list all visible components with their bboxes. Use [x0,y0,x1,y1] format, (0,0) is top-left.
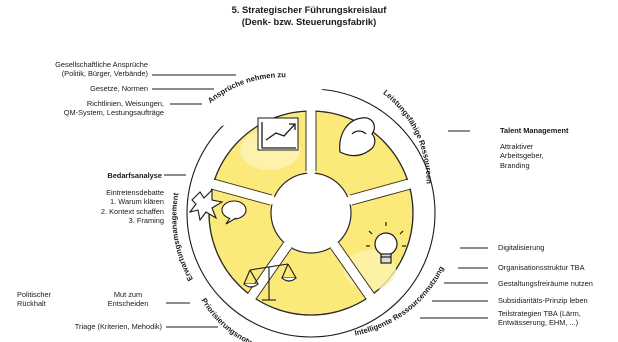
sub-strategies-text: Teilstrategien TBA (Lärm, Entwässerung, … [498,309,581,328]
sub-strategies-line1: Teilstrategien TBA (Lärm, [498,309,581,318]
needs-analysis-line1: Eintretensdebatte [101,188,164,197]
guidelines-line2: QM-System, Lestungsaufträge [64,108,164,117]
talent-management-heading: Talent Management [500,126,568,135]
courage-line1: Mut zum [94,290,162,299]
courage-line2: Entscheiden [94,299,162,308]
political-support-line2: Rückhalt [17,299,51,308]
guidelines-line1: Richtlinien, Weisungen, [64,99,164,108]
digitalization-text: Digitalisierung [498,243,544,252]
political-support-text: Politischer Rückhalt [17,290,51,309]
laws-norms-text: Gesetze, Normen [90,84,148,93]
needs-analysis-line3: 2. Kontext schaffen [101,207,164,216]
design-freedom-text: Gestaltungsfreiräume nutzen [498,279,593,288]
courage-to-decide-text: Mut zum Entscheiden [94,290,162,309]
triage-text: Triage (Kriterien, Mehodik) [75,322,162,331]
talent-management-list: Attraktiver Arbeitsgeber, Branding [500,142,544,170]
subsidiarity-text: Subsidiaritäts-Prinzip leben [498,296,588,305]
needs-analysis-list: Eintretensdebatte 1. Warum klären 2. Kon… [101,188,164,225]
societal-demands-line2: (Politik, Bürger, Verbände) [55,69,148,78]
talent-line1: Attraktiver [500,142,544,151]
ring-label-left: Erwartungsmanagement [169,192,194,283]
talent-line2: Arbeitsgeber, [500,151,544,160]
societal-demands-text: Gesellschaftliche Ansprüche (Politik, Bü… [55,60,148,79]
needs-analysis-line2: 1. Warum klären [101,197,164,206]
chart-arrow-icon [258,118,298,150]
sub-strategies-line2: Entwässerung, EHM, ...) [498,318,581,327]
needs-analysis-line4: 3. Framing [101,216,164,225]
talent-line3: Branding [500,161,544,170]
org-structure-text: Organisationsstruktur TBA [498,263,585,272]
societal-demands-line1: Gesellschaftliche Ansprüche [55,60,148,69]
needs-analysis-heading: Bedarfsanalyse [107,171,162,180]
guidelines-text: Richtlinien, Weisungen, QM-System, Lestu… [64,99,164,118]
political-support-line1: Politischer [17,290,51,299]
